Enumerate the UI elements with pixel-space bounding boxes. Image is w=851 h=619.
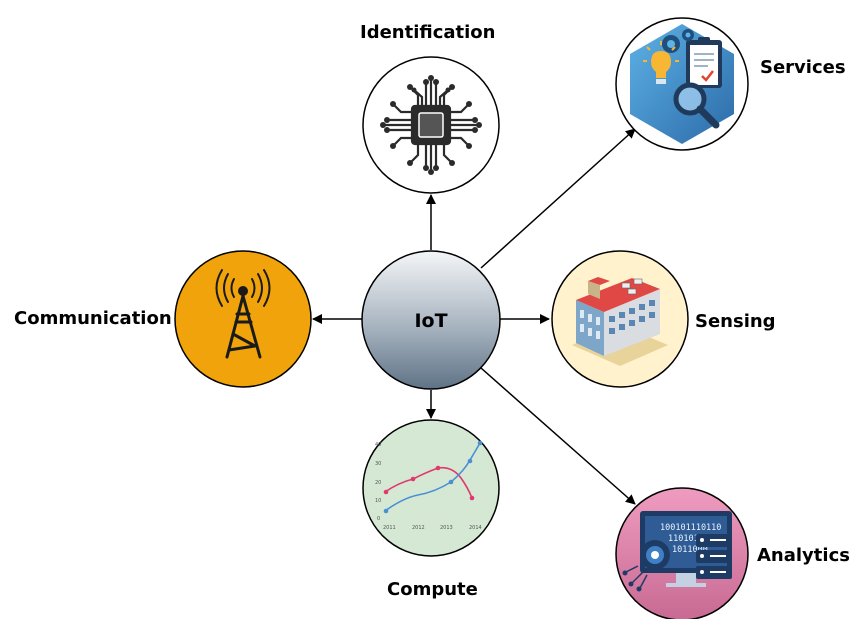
x-tick-label: 2014 xyxy=(469,525,482,531)
iot-hub-label: IoT xyxy=(414,310,447,332)
binary-text-line: 11010101 xyxy=(668,534,709,544)
binary-text-line: 1011000 xyxy=(672,545,708,555)
identification-node xyxy=(362,56,500,194)
chart-point xyxy=(477,440,483,446)
radio-tower-icon xyxy=(215,269,271,359)
connectors xyxy=(312,128,636,505)
chart-point xyxy=(383,489,389,495)
sensing-label: Sensing xyxy=(695,311,776,332)
chart-point xyxy=(469,495,475,501)
compute-label: Compute xyxy=(387,579,478,600)
services-icon xyxy=(630,24,734,144)
arrow-to-services xyxy=(480,128,636,269)
line-chart-icon: 40 30 20 10 0 2011 2012 2013 2014 xyxy=(375,440,483,531)
microchip-pads xyxy=(380,75,482,175)
y-tick-labels: 40 30 20 10 0 xyxy=(375,442,381,522)
y-tick-label: 30 xyxy=(375,461,381,467)
compute-node: 40 30 20 10 0 2011 2012 2013 2014 xyxy=(362,419,500,557)
y-tick-label: 10 xyxy=(375,498,381,504)
services-node xyxy=(615,17,749,151)
y-tick-label: 0 xyxy=(377,516,380,522)
chart-point xyxy=(383,508,389,514)
chart-point xyxy=(435,465,441,471)
arrow-to-analytics xyxy=(480,367,636,505)
binary-text-line: 100101110110 xyxy=(660,523,721,533)
analytics-node: 100101110110 11010101 1011000 xyxy=(615,487,749,619)
iot-hub: IoT xyxy=(361,250,501,390)
y-tick-label: 40 xyxy=(375,442,381,448)
sensing-node xyxy=(551,250,689,388)
services-label: Services xyxy=(760,57,846,78)
chart-point xyxy=(467,458,473,464)
identification-label: Identification xyxy=(360,22,496,43)
data-server-icon: 100101110110 11010101 1011000 xyxy=(622,511,732,592)
communication-node xyxy=(174,250,312,388)
chart-point xyxy=(410,476,416,482)
communication-label: Communication xyxy=(14,308,172,329)
x-tick-labels: 2011 2012 2013 2014 xyxy=(383,525,482,531)
analytics-label: Analytics xyxy=(757,545,850,566)
smart-building-icon xyxy=(572,277,668,366)
x-tick-label: 2012 xyxy=(412,525,425,531)
chart-point xyxy=(448,479,454,485)
y-tick-label: 20 xyxy=(375,480,381,486)
microchip-icon xyxy=(383,78,479,172)
x-tick-label: 2011 xyxy=(383,525,396,531)
x-tick-label: 2013 xyxy=(440,525,453,531)
